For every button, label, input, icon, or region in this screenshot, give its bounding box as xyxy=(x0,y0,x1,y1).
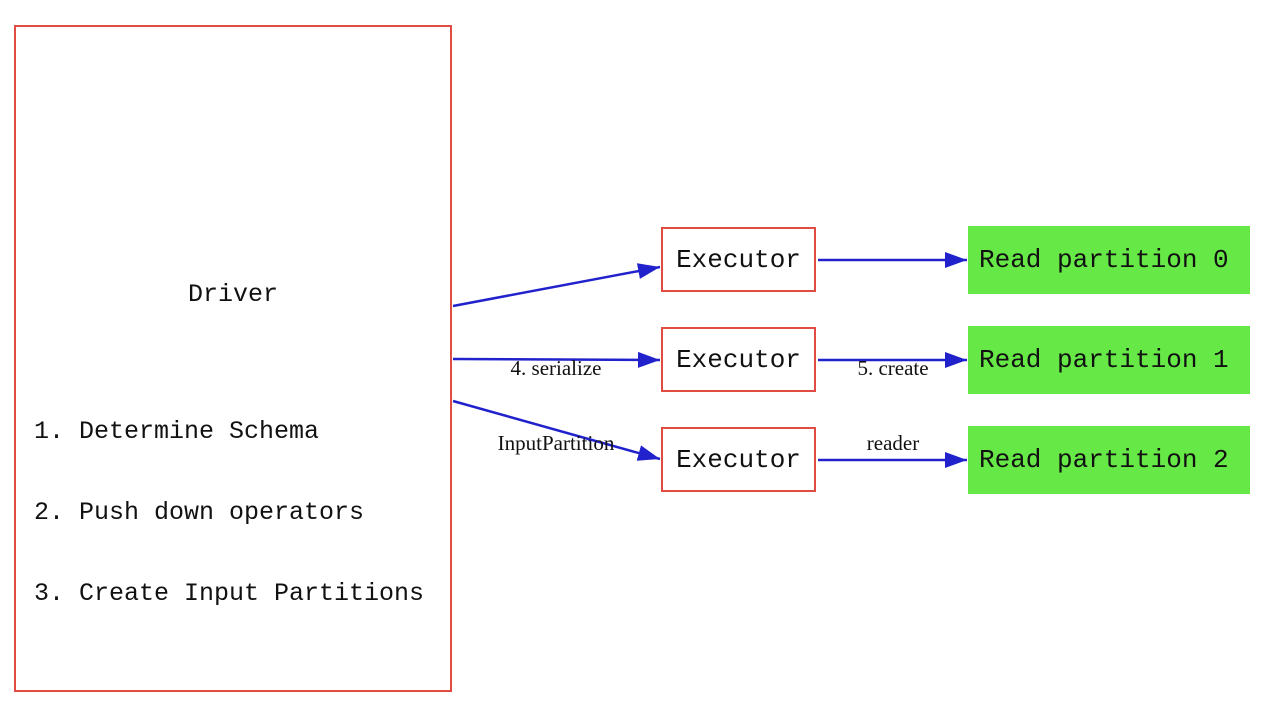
edge-label-create-reader: 5. create reader xyxy=(833,306,953,506)
partition-box-1: Read partition 1 xyxy=(968,326,1250,394)
edge-label-create-reader-line-2: reader xyxy=(866,431,920,455)
driver-step-1: 1. Determine Schema xyxy=(34,417,320,446)
executor-label-1: Executor xyxy=(676,344,801,375)
arrow-driver-to-executor-0 xyxy=(452,263,661,308)
edge-label-serialize-line-2: InputPartition xyxy=(497,431,615,455)
executor-label-2: Executor xyxy=(676,444,801,475)
edge-label-serialize-line-1: 4. serialize xyxy=(510,356,602,380)
executor-label-0: Executor xyxy=(676,244,801,275)
driver-title: Driver xyxy=(187,280,278,309)
executor-box-0: Executor xyxy=(661,227,816,292)
partition-box-2: Read partition 2 xyxy=(968,426,1250,494)
edge-label-serialize: 4. serialize InputPartition xyxy=(470,306,642,506)
driver-box: Driver 1. Determine Schema 2. Push down … xyxy=(14,25,452,692)
driver-step-3: 3. Create Input Partitions xyxy=(34,579,425,608)
executor-box-1: Executor xyxy=(661,327,816,392)
partition-label-2: Read partition 2 xyxy=(979,445,1229,475)
driver-step-2: 2. Push down operators xyxy=(34,498,365,527)
edge-label-create-reader-line-1: 5. create xyxy=(857,356,929,380)
partition-label-0: Read partition 0 xyxy=(979,245,1229,275)
partition-box-0: Read partition 0 xyxy=(968,226,1250,294)
partition-label-1: Read partition 1 xyxy=(979,345,1229,375)
driver-steps: 1. Determine Schema 2. Push down operato… xyxy=(34,364,424,661)
executor-box-2: Executor xyxy=(661,427,816,492)
